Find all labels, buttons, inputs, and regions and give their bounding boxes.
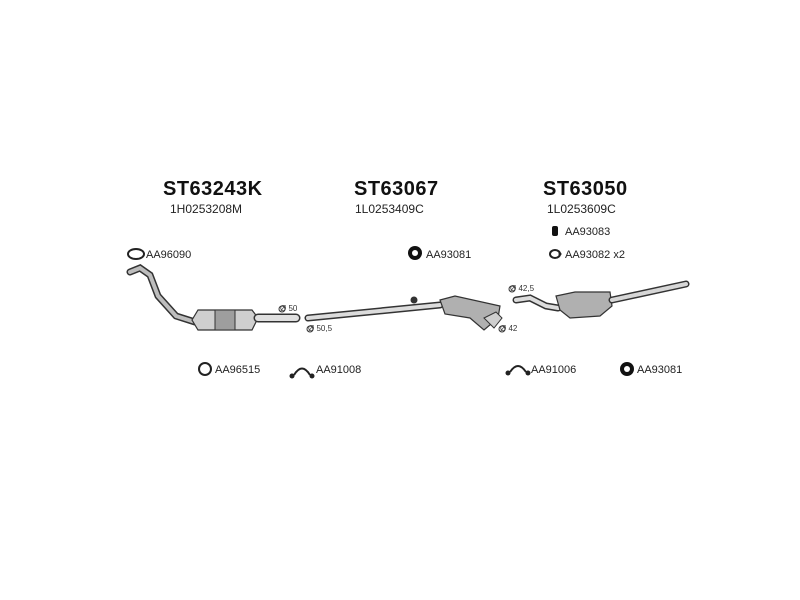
rubber-mount-icon [552,226,558,236]
part-label-ring-left: AA96515 [215,364,261,376]
dimension-d50-5: Ø 50,5 [308,324,333,333]
dimension-d42: Ø 42 [500,324,518,333]
part-label-hanger-right: AA93081 [637,364,683,376]
group-oem-rear: 1L0253609C [547,202,616,216]
dimension-d42-5: Ø 42,5 [510,284,535,293]
group-oem-front: 1H0253208M [170,202,243,216]
group-title-middle: ST63067 [354,178,439,200]
hanger-icon [408,246,422,260]
group-oem-middle: 1L0253409C [355,202,424,216]
part-label-clamp-left: AA91008 [316,364,362,376]
hanger-icon [620,362,634,376]
clamp-icon [505,365,531,376]
part-label-hanger-mid: AA93081 [426,249,472,261]
ring-icon [549,249,562,259]
dimension-d50: Ø 50 [280,304,298,313]
clamp-icon [289,367,315,379]
part-label-ring-right: AA93082 x2 [565,249,625,261]
front-pipe-catalyst [126,264,301,331]
group-title-front: ST63243K [163,178,263,200]
middle-pipe-muffler [304,295,503,331]
part-label-gasket-front: AA96090 [146,249,192,261]
rear-pipe-muffler [512,280,690,319]
gasket-icon [127,248,145,260]
part-label-rubber-right: AA93083 [565,226,611,238]
ring-icon [198,362,212,376]
group-title-rear: ST63050 [543,178,628,200]
part-label-clamp-right: AA91006 [531,364,577,376]
